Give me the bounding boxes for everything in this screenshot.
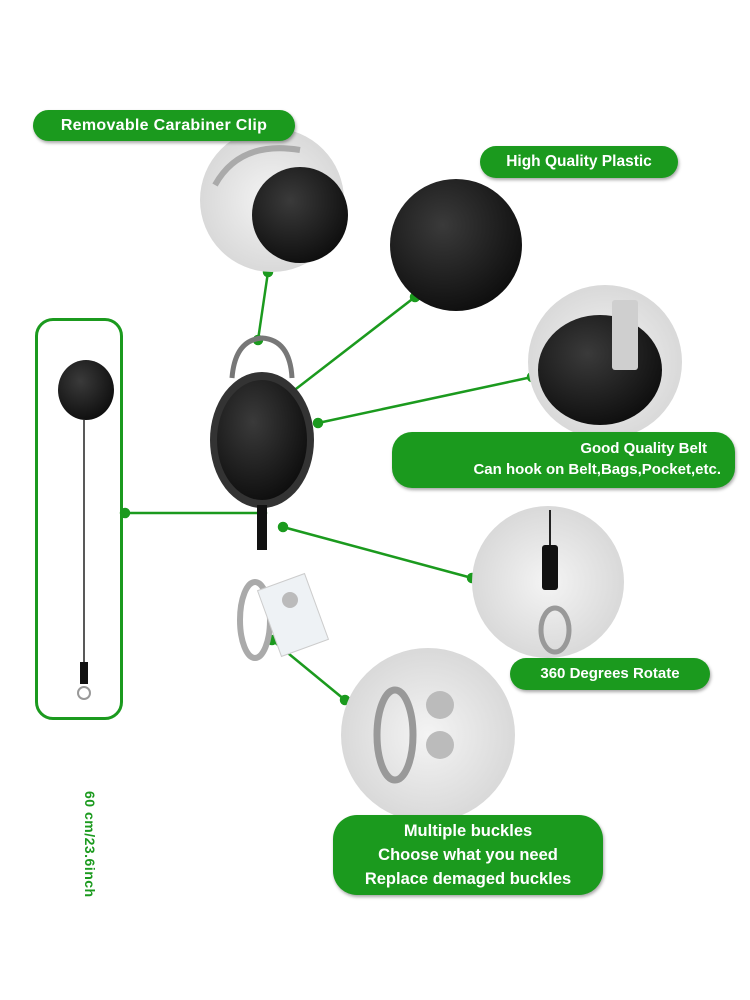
- rotate-detail-circle: [472, 506, 624, 658]
- label-buckles-line3: Replace demaged buckles: [364, 870, 572, 888]
- label-plastic: High Quality Plastic: [480, 146, 678, 178]
- label-carabiner: Removable Carabiner Clip: [33, 110, 295, 141]
- label-rotate: 360 Degrees Rotate: [510, 658, 710, 690]
- plastic-detail-circle: [390, 179, 522, 311]
- label-belt: Good Quality Belt Can hook on Belt,Bags,…: [392, 432, 735, 488]
- carabiner-detail-circle: [200, 128, 348, 272]
- label-belt-line1: Good Quality Belt: [580, 440, 707, 457]
- label-buckles: Multiple buckles Choose what you need Re…: [333, 815, 603, 895]
- label-buckles-line1: Multiple buckles: [403, 822, 533, 840]
- belt-clip-detail-circle: [528, 285, 682, 439]
- label-buckles-line2: Choose what you need: [378, 846, 558, 864]
- label-belt-line2: Can hook on Belt,Bags,Pocket,etc.: [473, 461, 721, 478]
- length-box: 60 cm/23.6inch: [35, 318, 123, 898]
- badge-reel: [210, 335, 330, 661]
- extended-reel: [58, 360, 114, 700]
- length-text: 60 cm/23.6inch: [82, 791, 98, 898]
- buckles-detail-circle: [341, 648, 515, 822]
